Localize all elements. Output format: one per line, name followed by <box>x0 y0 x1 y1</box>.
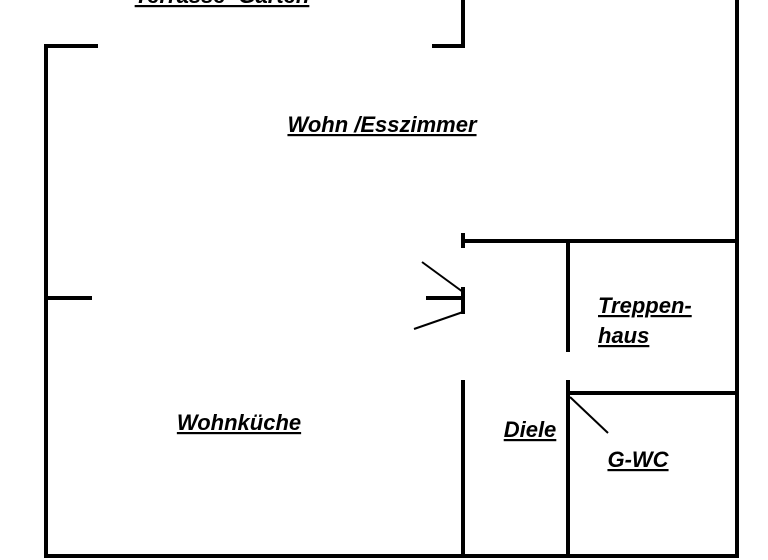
room-label-stairwell-line2: haus <box>598 323 649 348</box>
room-label-kitchen: Wohnküche <box>177 410 301 435</box>
door-leaf <box>413 311 464 330</box>
room-label-stairwell-line1: Treppen- <box>598 293 692 318</box>
room-label-terrace: Terrasse~Garten <box>135 0 310 8</box>
room-label-guest-wc: G-WC <box>607 447 669 472</box>
room-label-hall: Diele <box>504 417 557 442</box>
room-label-living-dining: Wohn /Esszimmer <box>287 112 478 137</box>
walls <box>44 0 739 558</box>
wc-door-leaf <box>569 396 609 434</box>
door-swings <box>413 261 609 434</box>
door-leaf <box>421 261 464 293</box>
